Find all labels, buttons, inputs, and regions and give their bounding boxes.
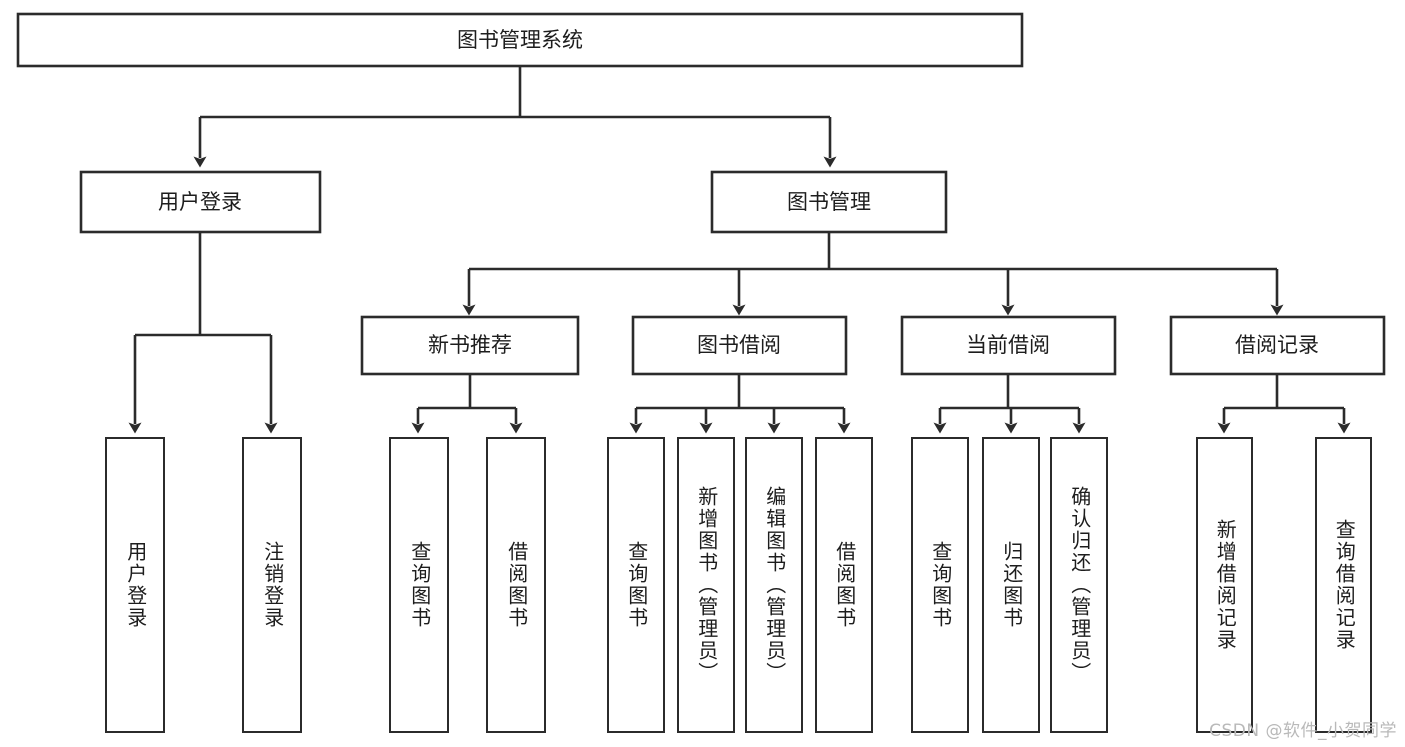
leaf-box-user-login-0[interactable]: 用户登录 (105, 437, 165, 733)
node-current-borrow-label: 当前借阅 (966, 333, 1050, 357)
leaf-box-book-borrow-0[interactable]: 查询图书 (607, 437, 665, 733)
leaf-box-new-book-recommend-1[interactable]: 借阅图书 (486, 437, 546, 733)
leaf-box-user-login-1[interactable]: 注销登录 (242, 437, 302, 733)
leaf-box-current-borrow-2[interactable]: 确认归还（管理员） (1050, 437, 1108, 733)
leaf-label-user-login-1: 注销登录 (260, 541, 285, 629)
leaf-box-borrow-record-0[interactable]: 新增借阅记录 (1196, 437, 1253, 733)
leaf-label-new-book-recommend-1: 借阅图书 (504, 541, 529, 629)
node-root-label: 图书管理系统 (457, 28, 583, 52)
leaf-label-user-login-0: 用户登录 (123, 541, 148, 629)
leaf-label-current-borrow-2: 确认归还（管理员） (1067, 486, 1092, 684)
leaf-label-book-borrow-3: 借阅图书 (832, 541, 857, 629)
leaf-label-book-borrow-0: 查询图书 (624, 541, 649, 629)
node-book-borrow-box[interactable] (631, 315, 848, 376)
node-current-borrow-box[interactable] (900, 315, 1117, 376)
node-book-management-label: 图书管理 (787, 190, 871, 214)
node-borrow-record-label: 借阅记录 (1235, 333, 1319, 357)
leaf-box-current-borrow-1[interactable]: 归还图书 (982, 437, 1040, 733)
leaf-box-book-borrow-3[interactable]: 借阅图书 (815, 437, 873, 733)
node-root-box[interactable] (16, 12, 1024, 68)
node-book-borrow-label: 图书借阅 (697, 333, 781, 357)
node-user-login-box[interactable] (79, 170, 322, 234)
node-book-management-box[interactable] (710, 170, 948, 234)
leaf-label-book-borrow-1: 新增图书（管理员） (694, 486, 719, 684)
leaf-label-current-borrow-1: 归还图书 (999, 541, 1024, 629)
leaf-box-book-borrow-1[interactable]: 新增图书（管理员） (677, 437, 735, 733)
node-borrow-record-box[interactable] (1169, 315, 1386, 376)
leaf-label-new-book-recommend-0: 查询图书 (407, 541, 432, 629)
leaf-label-borrow-record-1: 查询借阅记录 (1332, 519, 1357, 651)
leaf-box-book-borrow-2[interactable]: 编辑图书（管理员） (745, 437, 803, 733)
csdn-watermark: CSDN @软件_小贺同学 (1209, 721, 1397, 741)
node-new-book-recommend-box[interactable] (360, 315, 580, 376)
leaf-box-current-borrow-0[interactable]: 查询图书 (911, 437, 969, 733)
node-user-login-label: 用户登录 (158, 190, 242, 214)
leaf-label-book-borrow-2: 编辑图书（管理员） (762, 486, 787, 684)
leaf-box-new-book-recommend-0[interactable]: 查询图书 (389, 437, 449, 733)
leaf-label-borrow-record-0: 新增借阅记录 (1213, 519, 1238, 651)
leaf-box-borrow-record-1[interactable]: 查询借阅记录 (1315, 437, 1372, 733)
leaf-label-current-borrow-0: 查询图书 (928, 541, 953, 629)
node-new-book-recommend-label: 新书推荐 (428, 333, 512, 357)
